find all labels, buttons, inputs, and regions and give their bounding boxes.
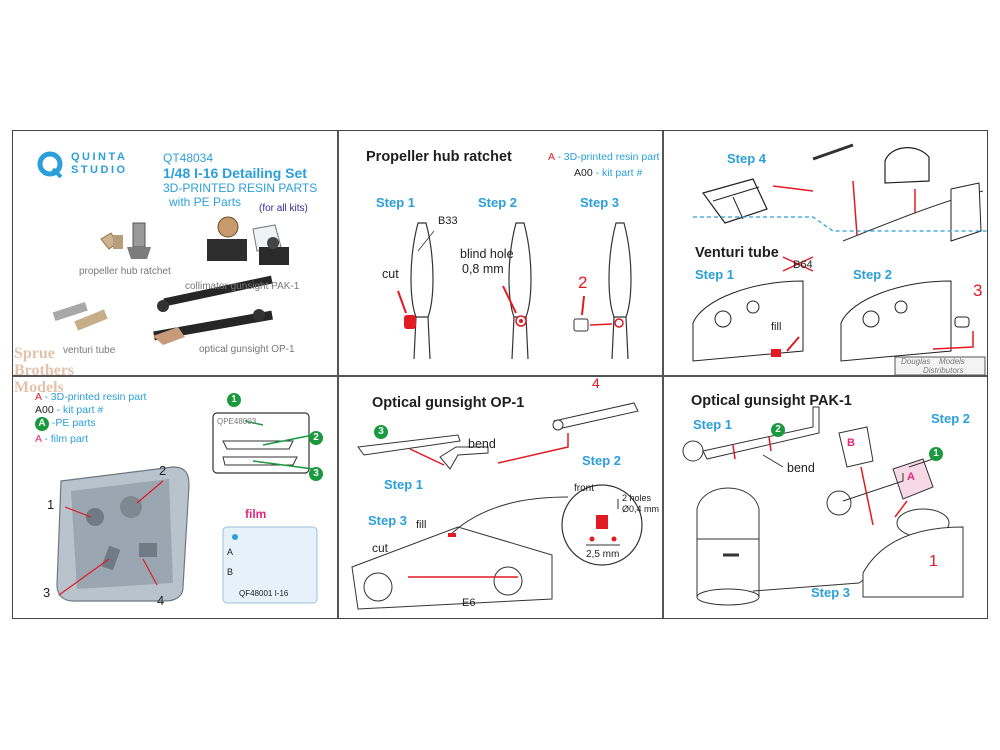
- divider-vertical-2: [662, 131, 664, 618]
- step-2-label: Step 2: [931, 411, 971, 426]
- brand-name-line1: QUINTA: [71, 151, 128, 163]
- product-subtitle-2: with PE Parts: [169, 195, 242, 209]
- step-3-label: Step 3: [368, 513, 408, 528]
- part-b64-label: B64: [793, 259, 813, 271]
- film-row-a: A: [227, 547, 234, 557]
- blind-hole-label-2: 0,8 mm: [462, 262, 504, 276]
- distributor-logo-line2: Models: [939, 357, 965, 366]
- legend-kit-letter: A00: [574, 167, 593, 179]
- venturi-diagram: [692, 143, 987, 375]
- resin-part-number-4: 4: [157, 593, 165, 608]
- pe-fret-code: QPE48003: [217, 417, 257, 426]
- cut-label: cut: [382, 267, 399, 281]
- panel-parts-legend: A - 3D-printed resin part A00 - kit part…: [13, 377, 337, 620]
- distributor-logo-line3: Distributors: [923, 366, 964, 375]
- fill-label: fill: [416, 519, 427, 531]
- step-number-1: 1: [929, 553, 938, 570]
- pe-badge-1: 1: [929, 447, 943, 461]
- product-code: QT48034: [163, 151, 214, 165]
- caption-pak1: collimator gunsight PAK-1: [185, 281, 300, 292]
- part-e6-label: E6: [462, 597, 476, 609]
- brand-name-line2: STUDIO: [71, 164, 128, 176]
- product-title: 1/48 I-16 Detailing Set: [163, 165, 307, 181]
- front-label: front: [574, 483, 595, 494]
- pe-badge-2: 2: [309, 431, 323, 445]
- film-part-a: A: [907, 471, 915, 483]
- panel-op1-gunsight: Optical gunsight OP-1 3 bend Step 1 Step…: [338, 377, 662, 620]
- divider-horizontal: [13, 375, 987, 377]
- legend-film-letter: A: [35, 433, 42, 445]
- blind-hole-label-1: blind hole: [460, 247, 514, 261]
- legend-resin-text: - 3D-printed resin part: [554, 151, 660, 163]
- legend-resin-text: - 3D-printed resin part: [41, 391, 147, 403]
- divider-vertical-1: [337, 131, 339, 618]
- caption-venturi: venturi tube: [63, 345, 116, 356]
- brand-logo-icon: [37, 151, 63, 177]
- step-3-label: Step 3: [580, 195, 620, 210]
- caption-hub-ratchet: propeller hub ratchet: [79, 266, 171, 277]
- step-1-label: Step 1: [693, 417, 733, 432]
- step-1-label: Step 1: [376, 195, 416, 210]
- venturi-step-2-label: Step 2: [853, 267, 893, 282]
- product-note: (for all kits): [259, 203, 308, 214]
- pe-badge-2: 2: [771, 423, 785, 437]
- resin-part-number-2: 2: [159, 463, 167, 478]
- legend-resin-letter: A: [35, 391, 42, 403]
- product-photos: [37, 151, 289, 345]
- part-b33-label: B33: [438, 215, 458, 227]
- panel-pak1-gunsight: Optical gunsight PAK-1 Step 1 Step 2 Ste…: [663, 377, 987, 620]
- fill-label: fill: [771, 321, 782, 333]
- legend-film-text: - film part: [41, 433, 89, 445]
- resin-part-number-1: 1: [47, 497, 55, 512]
- pe-badge-3: 3: [374, 425, 388, 439]
- step-4-label: Step 4: [727, 151, 767, 166]
- step-3-label: Step 3: [811, 585, 851, 600]
- instruction-sheet: QUINTA STUDIO QT48034 1/48 I-16 Detailin…: [12, 130, 988, 619]
- legend-kit-text: - kit part #: [53, 404, 104, 416]
- pak1-diagram: [682, 406, 964, 606]
- resin-part-icon: [404, 315, 416, 329]
- panel-propeller-hub: Propeller hub ratchet A - 3D-printed res…: [338, 131, 662, 375]
- pe-badge-1: 1: [227, 393, 241, 407]
- step-number-3: 3: [973, 281, 983, 300]
- step-number-4: 4: [592, 377, 600, 391]
- bend-label: bend: [468, 437, 496, 451]
- product-subtitle-1: 3D-PRINTED RESIN PARTS: [163, 181, 318, 195]
- film-label: film: [245, 507, 267, 521]
- step-2-label: Step 2: [582, 453, 622, 468]
- holes-label-2: Ø0,4 mm: [622, 504, 660, 514]
- step-2-label: Step 2: [478, 195, 518, 210]
- legend-resin-letter: A: [548, 151, 555, 163]
- propeller-diagram: [397, 222, 632, 360]
- holes-label-1: 2 holes: [622, 493, 652, 503]
- legend-kit-letter: A00: [35, 404, 54, 416]
- resin-block-and-frets: [56, 412, 318, 604]
- venturi-title: Venturi tube: [695, 245, 779, 261]
- watermark-line3: Models: [14, 379, 64, 396]
- bend-label: bend: [787, 461, 815, 475]
- panel-title: Optical gunsight PAK-1: [691, 393, 852, 409]
- pe-part-badge-icon: A: [35, 417, 49, 431]
- film-code: QF48001 I-16: [239, 589, 289, 598]
- step-3-number: 2: [578, 273, 588, 292]
- op1-diagram: [351, 402, 643, 610]
- resin-part-number-3: 3: [43, 585, 51, 600]
- dimension-label: 2,5 mm: [586, 549, 620, 560]
- legend-pe-text: -PE parts: [49, 417, 96, 429]
- caption-op1: optical gunsight OP-1: [199, 344, 295, 355]
- watermark-line2: Brothers: [14, 362, 75, 379]
- panel-venturi-tube: Step 4 Venturi tube Step 1 Step 2 B64 fi…: [663, 131, 987, 375]
- pe-badge-3: 3: [309, 467, 323, 481]
- film-part-b: B: [847, 437, 855, 449]
- distributor-logo-line1: Douglas: [901, 357, 931, 366]
- watermark-line1: Sprue: [14, 345, 55, 362]
- legend-kit-text: - kit part #: [592, 167, 643, 179]
- panel-title: Propeller hub ratchet: [366, 149, 512, 165]
- cut-label: cut: [372, 541, 389, 555]
- venturi-step-1-label: Step 1: [695, 267, 735, 282]
- film-row-b: B: [227, 567, 234, 577]
- panel-title: Optical gunsight OP-1: [372, 395, 525, 411]
- panel-product-overview: QUINTA STUDIO QT48034 1/48 I-16 Detailin…: [13, 131, 337, 375]
- step-1-label: Step 1: [384, 477, 424, 492]
